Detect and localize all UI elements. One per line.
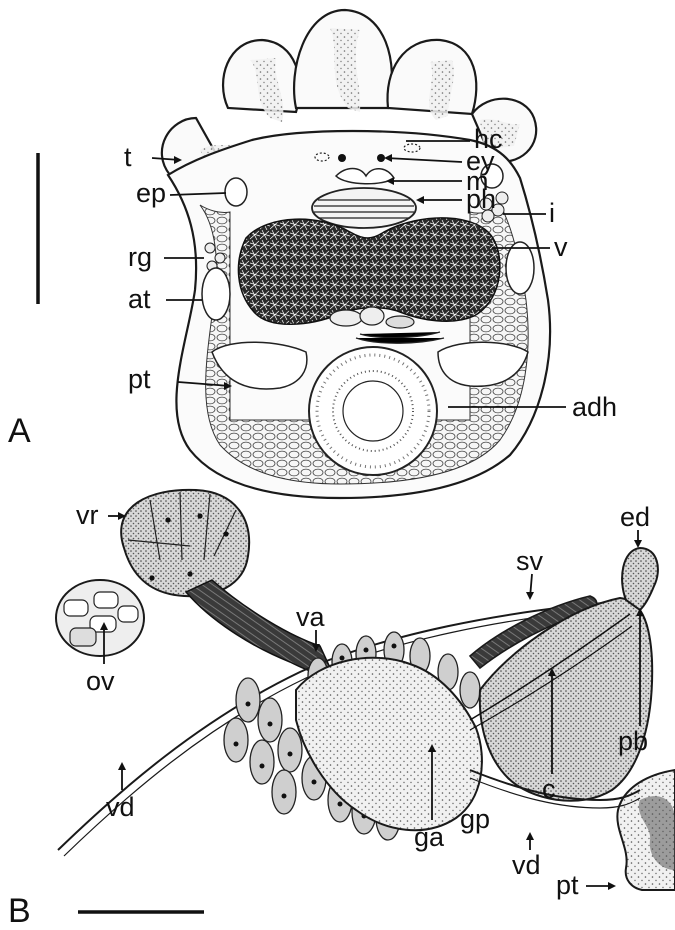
adhesive-organ [309, 347, 437, 475]
panel-label-a: A [8, 412, 31, 450]
label-pt-b: pt [556, 870, 579, 900]
epidermal-vesicle-left [225, 178, 247, 206]
panel-label-b: B [8, 892, 31, 930]
label-at: at [128, 284, 151, 314]
label-sv: sv [516, 546, 544, 576]
label-ga: ga [414, 822, 445, 852]
label-vd-right: vd [512, 850, 541, 880]
label-va: va [296, 602, 326, 632]
label-ov: ov [86, 666, 115, 696]
label-v: v [554, 232, 568, 262]
eye-right [377, 154, 385, 162]
label-c: c [542, 774, 556, 804]
panel-b: vr ed sv va ov pb c vd gp ga vd pt B [8, 490, 675, 930]
label-pt-a: pt [128, 364, 151, 394]
penis-bulb [480, 598, 652, 801]
anterior-tube-left [202, 268, 230, 320]
label-i: i [549, 198, 555, 228]
label-ph: ph [466, 184, 496, 214]
label-pb: pb [618, 726, 648, 756]
vitellarium-b [121, 490, 249, 596]
label-ed: ed [620, 502, 650, 532]
eye-left [338, 154, 346, 162]
label-adh: adh [572, 392, 617, 422]
label-t: t [124, 142, 132, 172]
label-vr: vr [76, 500, 99, 530]
label-gp: gp [460, 804, 490, 834]
label-ep: ep [136, 178, 166, 208]
label-rg: rg [128, 242, 152, 272]
ovary [56, 580, 144, 656]
anterior-tube-right [506, 242, 534, 294]
label-vd-left: vd [106, 792, 135, 822]
ejaculatory-duct [622, 548, 658, 610]
panel-a: hc t ey m ep ph i rg v at pt adh A [8, 10, 617, 498]
